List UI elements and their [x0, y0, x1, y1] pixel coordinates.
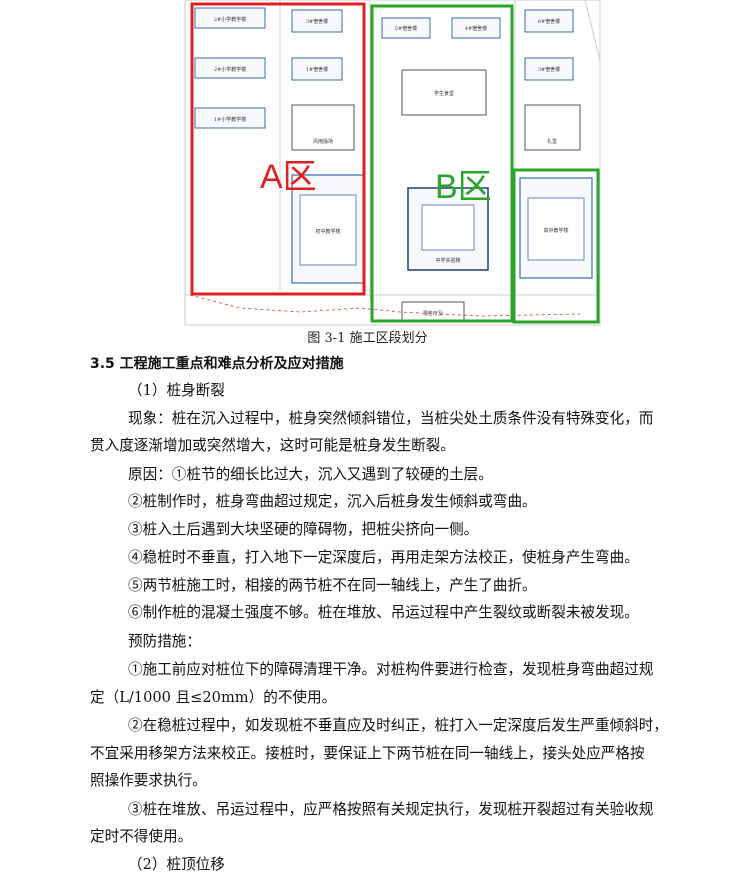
site-plan-figure: 2#小学教学楼 2#小学教学楼 1#小学教学楼 3#宿舍楼 1#宿舍楼 风雨操场… [180, 0, 605, 330]
building-b1: 2#小学教学楼 [194, 7, 266, 29]
building-b13: 3#宿舍楼 [524, 57, 574, 81]
paragraph-line: ②在稳桩过程中，如发现桩不垂直应及时纠正，桩打入一定深度后发生严重倾斜时， [128, 717, 668, 734]
figure-caption: 图 3-1 施工区段划分 [307, 331, 428, 346]
building-label: 风雨操场 [313, 138, 333, 145]
building-b4: 3#宿舍楼 [291, 9, 343, 33]
section-heading: 3.5 工程施工重点和难点分析及应对措施 [90, 356, 344, 372]
building-b9: 4#宿舍楼 [451, 17, 501, 39]
site-plan-drawing: 2#小学教学楼 2#小学教学楼 1#小学教学楼 3#宿舍楼 1#宿舍楼 风雨操场… [184, 0, 601, 326]
zone-a-label: A区 [260, 158, 317, 196]
zone-a-outline [190, 2, 366, 296]
building-label: 4#宿舍楼 [465, 25, 487, 32]
building-b14: 礼堂 [524, 104, 581, 151]
paragraph-line: 原因：①桩节的细长比过大，沉入又遇到了较硬的土层。 [128, 466, 493, 483]
building-label: 1#宿舍楼 [306, 66, 328, 73]
paragraph-line: 定（L/1000 且≤20mm）的不使用。 [90, 689, 337, 706]
paragraph-line: ②桩制作时，桩身弯曲超过规定，沉入后桩身发生倾斜或弯曲。 [128, 493, 537, 510]
building-b12: 6#宿舍楼 [524, 9, 574, 33]
building-label: 中学实验楼 [435, 257, 460, 264]
subheading-pile-fracture: （1）桩身断裂 [128, 382, 225, 399]
building-label: 礼堂 [547, 138, 557, 145]
paragraph-line: 现象：桩在沉入过程中，桩身突然倾斜错位，当桩尖处土质条件没有特殊变化，而 [128, 410, 654, 427]
paragraph-line: ⑤两节桩施工时，相接的两节桩不在同一轴线上，产生了曲折。 [128, 577, 537, 594]
building-label: 2#小学教学楼 [214, 66, 246, 73]
building-label: 3#宿舍楼 [306, 18, 328, 25]
paragraph-line: ⑥制作桩的混凝土强度不够。桩在堆放、吊运过程中产生裂纹或断裂未被发现。 [128, 604, 639, 621]
paragraph-line: 预防措施： [128, 633, 201, 650]
subheading-pile-head-displacement: （2）桩顶位移 [128, 856, 225, 873]
paragraph-line: 照操作要求执行。 [90, 772, 207, 789]
paragraph-line: 不宜采用移架方法来校正。接桩时，要保证上下两节桩在同一轴线上，接头处应严格按 [90, 745, 645, 762]
building-b16: 报告厅及 [401, 301, 465, 323]
paragraph-line: ①施工前应对桩位下的障碍清理干净。对桩构件要进行检查，发现桩身弯曲超过规 [128, 661, 654, 678]
building-b6: 风雨操场 [291, 104, 355, 151]
paragraph-line: 贯入度逐渐增加或突然增大，这时可能是桩身发生断裂。 [90, 437, 455, 454]
building-label: 初中教学楼 [315, 228, 340, 235]
paragraph-line: 定时不得使用。 [90, 828, 193, 845]
paragraph-line: ③桩入土后遇到大块坚硬的障碍物，把桩尖挤向一侧。 [128, 521, 479, 538]
building-b10: 学生食堂 [401, 69, 487, 116]
building-label: 5#宿舍楼 [395, 25, 417, 32]
building-label: 2#小学教学楼 [214, 16, 246, 23]
building-label: 1#小学教学楼 [214, 116, 246, 123]
zone-b-label: B区 [435, 168, 492, 206]
building-label: 高中教学楼 [543, 227, 568, 234]
building-label: 3#宿舍楼 [538, 66, 560, 73]
zone-b-outline [370, 4, 514, 323]
building-label: 学生食堂 [434, 90, 454, 97]
building-b7: 初中教学楼 [291, 174, 365, 284]
road-line [584, 0, 601, 61]
building-label: 6#宿舍楼 [538, 18, 560, 25]
paragraph-line: ③桩在堆放、吊运过程中，应严格按照有关规定执行，发现桩开裂超过有关验收规 [128, 801, 654, 818]
building-b8: 5#宿舍楼 [381, 17, 431, 39]
building-b5: 1#宿舍楼 [291, 57, 343, 81]
building-b2: 2#小学教学楼 [194, 57, 266, 79]
building-label: 报告厅及 [423, 310, 443, 317]
building-b11: 中学实验楼 [407, 187, 489, 271]
paragraph-line: ④稳桩时不垂直，打入地下一定深度后，再用走架方法校正，使桩身产生弯曲。 [128, 549, 639, 566]
building-b3: 1#小学教学楼 [194, 107, 266, 129]
building-b15: 高中教学楼 [519, 177, 593, 279]
zone-b-extension-outline [512, 168, 600, 324]
